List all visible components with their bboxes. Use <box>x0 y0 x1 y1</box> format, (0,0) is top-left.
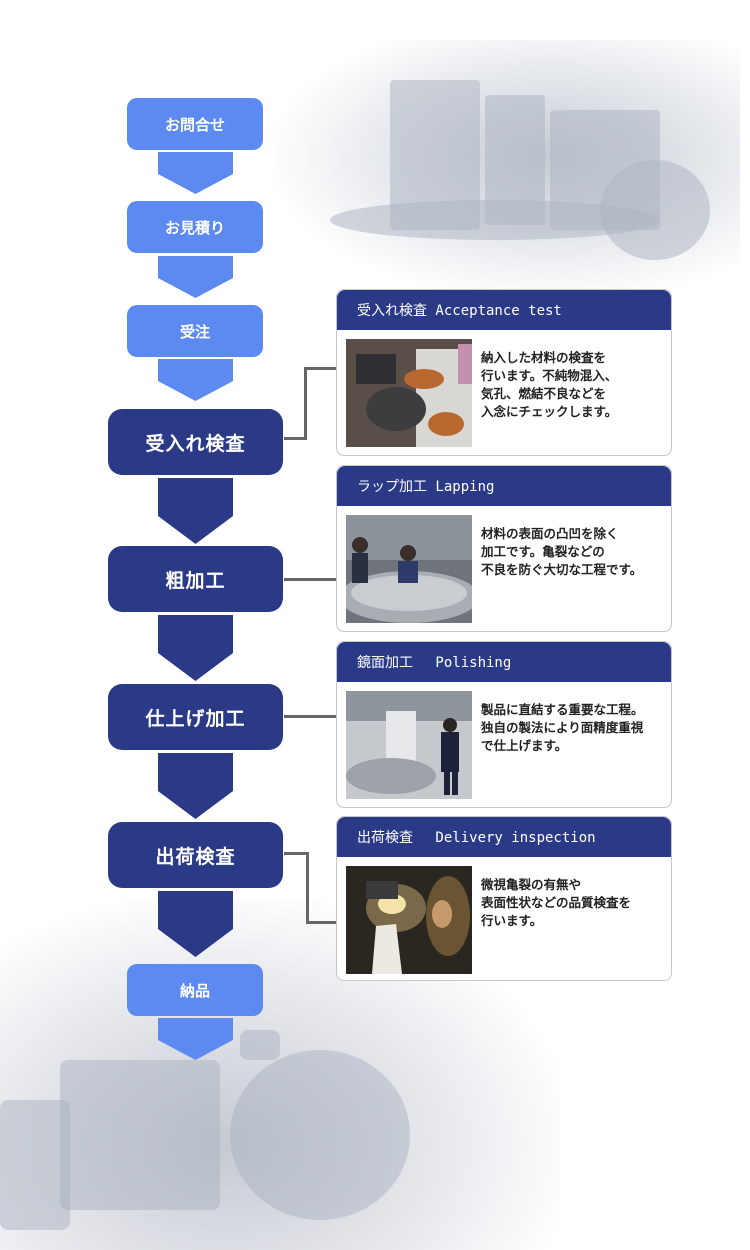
card-description: 材料の表面の凸凹を除く 加工です。亀裂などの 不良を防ぐ大切な工程です。 <box>481 526 643 577</box>
lapping-photo <box>346 515 472 623</box>
step-order: 受注 <box>127 305 263 357</box>
card-description: 納入した材料の検査を 行います。不純物混入、 気孔、燃結不良などを 入念にチェッ… <box>481 350 618 419</box>
arrow-down-icon <box>158 753 233 819</box>
polishing-photo <box>346 691 472 799</box>
step-delivery: 納品 <box>127 964 263 1016</box>
card-title: 鏡面加工 Polishing <box>337 642 671 682</box>
card-acceptance-test: 受入れ検査 Acceptance test 納入した材料の検査を 行います。不純… <box>336 289 672 456</box>
card-lapping: ラップ加工 Lapping 材料の表面の凸凹を除く 加工です。亀裂などの 不良を… <box>336 465 672 632</box>
step-finish-processing: 仕上げ加工 <box>108 684 283 750</box>
arrow-down-icon <box>158 1018 233 1060</box>
card-delivery-inspection: 出荷検査 Delivery inspection 微視亀裂の有無や 表面性状など… <box>336 816 672 981</box>
delivery-inspection-photo <box>346 866 472 974</box>
step-shipping-inspection: 出荷検査 <box>108 822 283 888</box>
card-title: ラップ加工 Lapping <box>337 466 671 506</box>
arrow-down-icon <box>158 152 233 194</box>
arrow-down-icon <box>158 478 233 544</box>
card-title: 受入れ検査 Acceptance test <box>337 290 671 330</box>
arrow-down-icon <box>158 891 233 957</box>
inspection-photo <box>346 339 472 447</box>
arrow-down-icon <box>158 359 233 401</box>
factory-background-photo-top <box>270 40 740 300</box>
step-inquiry: お問合せ <box>127 98 263 150</box>
card-description: 微視亀裂の有無や 表面性状などの品質検査を 行います。 <box>481 877 632 928</box>
card-title: 出荷検査 Delivery inspection <box>337 817 671 857</box>
step-rough-processing: 粗加工 <box>108 546 283 612</box>
card-polishing: 鏡面加工 Polishing 製品に直結する重要な工程。 独自の製法により面精度… <box>336 641 672 808</box>
arrow-down-icon <box>158 615 233 681</box>
step-acceptance-inspection: 受入れ検査 <box>108 409 283 475</box>
arrow-down-icon <box>158 256 233 298</box>
card-description: 製品に直結する重要な工程。 独自の製法により面精度重視 で仕上げます。 <box>481 702 644 753</box>
step-estimate: お見積り <box>127 201 263 253</box>
